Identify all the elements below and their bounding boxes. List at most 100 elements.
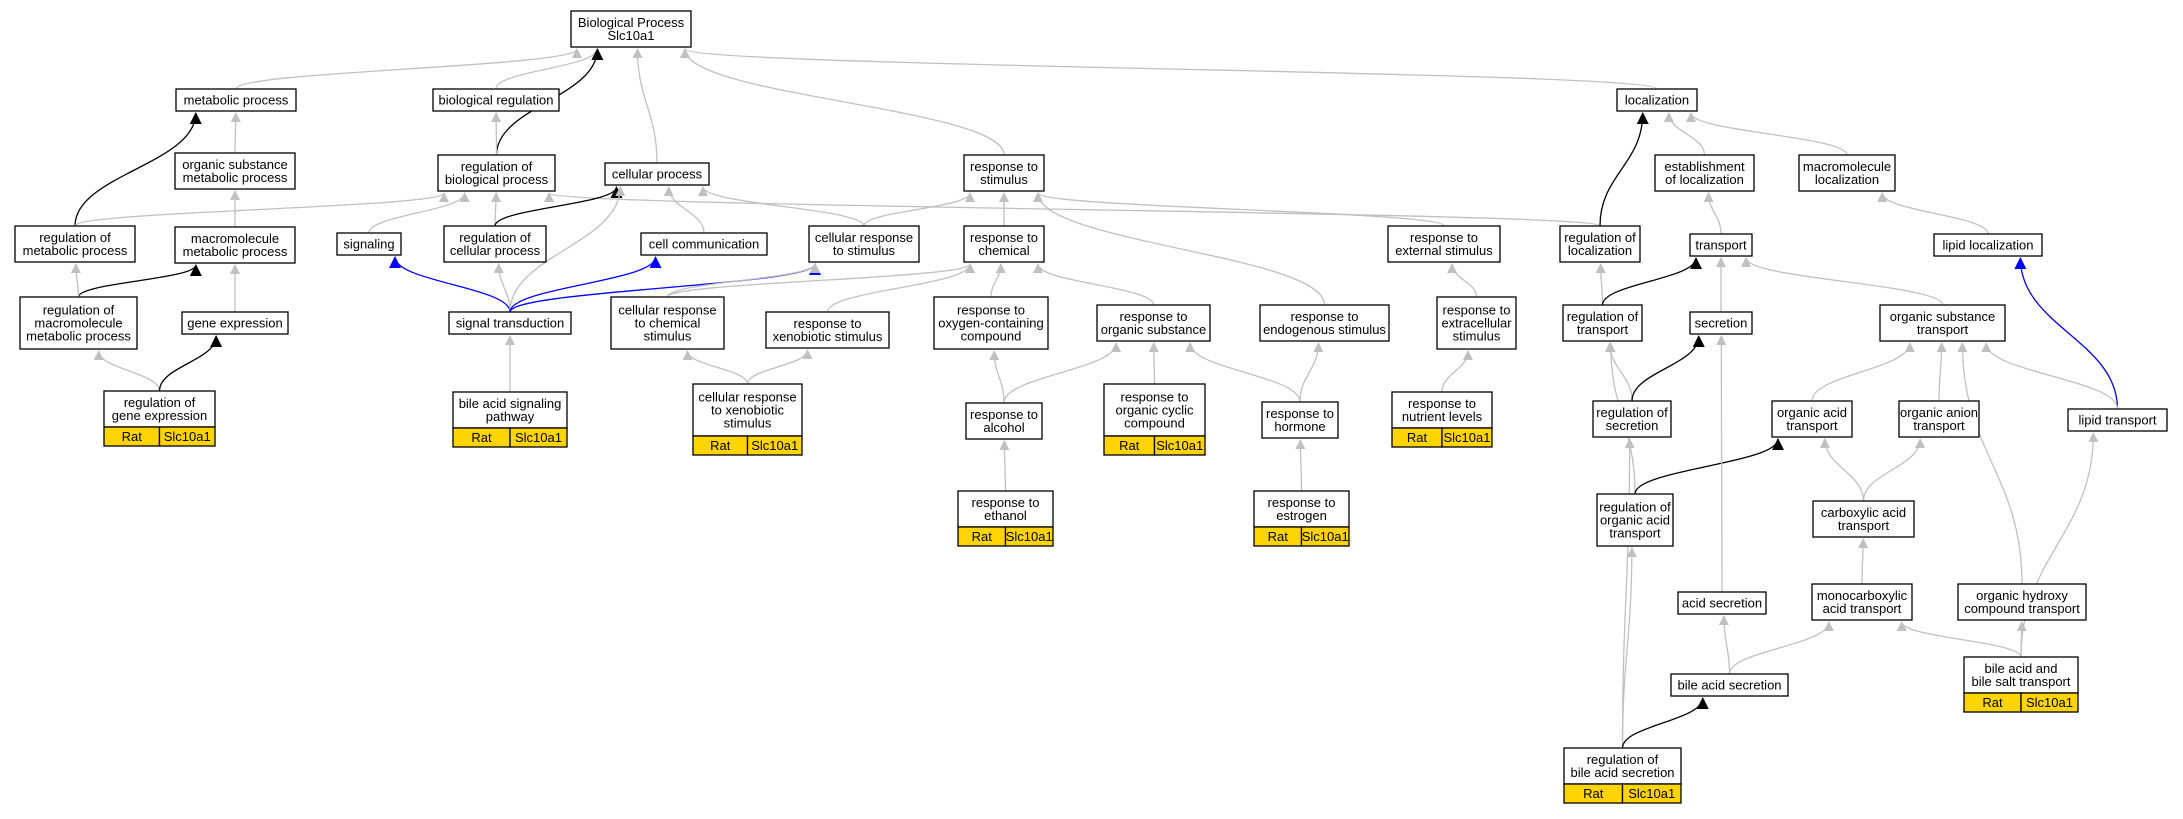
edge-response-to-xenobiotic-stimulus-to-response-to-chemical bbox=[826, 263, 975, 313]
node-label: cell communication bbox=[649, 237, 760, 252]
edge-response-to-organic-cyclic-compound-to-response-to-organic-substance bbox=[1148, 342, 1159, 385]
node-secretion[interactable]: secretion bbox=[1689, 311, 1753, 335]
edge-bile-acid-and-bile-salt-transport-to-lipid-transport bbox=[2020, 432, 2099, 658]
edge-signal-transduction-to-regulation-of-cellular-process bbox=[493, 263, 511, 313]
edge-regulation-of-secretion-to-secretion bbox=[1631, 335, 1705, 402]
node-box bbox=[1616, 88, 1698, 112]
node-box bbox=[14, 225, 136, 263]
node-label: Biological Process bbox=[578, 15, 685, 30]
node-label: to chemical bbox=[635, 316, 701, 331]
node-label: regulation of bbox=[1564, 230, 1636, 245]
node-label: organic substance bbox=[1101, 322, 1207, 337]
node-box bbox=[808, 225, 920, 263]
node-metabolic-process[interactable]: metabolic process bbox=[175, 88, 297, 112]
node-gene-expression[interactable]: gene expression bbox=[181, 311, 289, 335]
node-box bbox=[1654, 154, 1755, 192]
node-label: alcohol bbox=[983, 420, 1024, 435]
node-label: organic hydroxy bbox=[1976, 588, 2068, 603]
node-label: extracellular bbox=[1441, 316, 1512, 331]
node-bile-acid-secretion[interactable]: bile acid secretion bbox=[1670, 673, 1789, 697]
node-label: external stimulus bbox=[1395, 243, 1493, 258]
node-label: gene expression bbox=[187, 316, 282, 331]
node-cellular-process[interactable]: cellular process bbox=[604, 162, 710, 186]
node-label: compound bbox=[1124, 416, 1185, 431]
node-label: biological process bbox=[445, 172, 549, 187]
edge-regulation-of-cellular-process-to-regulation-of-biological-process bbox=[491, 192, 502, 227]
node-label: response to bbox=[1443, 303, 1511, 318]
node-transport[interactable]: transport bbox=[1689, 233, 1753, 257]
node-label: response to bbox=[957, 303, 1025, 318]
node-label: Slc10a1 bbox=[608, 28, 655, 43]
node-box bbox=[437, 154, 556, 192]
node-box bbox=[1879, 304, 2006, 342]
edge-response-to-stimulus-to-root bbox=[680, 48, 1005, 156]
node-label: transport bbox=[1577, 322, 1629, 337]
node-label: response to bbox=[794, 316, 862, 331]
annotation-gene-cell bbox=[1300, 526, 1350, 547]
node-signal-transduction[interactable]: signal transduction bbox=[448, 311, 572, 335]
node-cell-communication[interactable]: cell communication bbox=[640, 232, 768, 256]
node-label: stimulus bbox=[1453, 329, 1501, 344]
node-box bbox=[1562, 304, 1643, 342]
annotation-gene-cell bbox=[1004, 526, 1054, 547]
node-localization[interactable]: localization bbox=[1616, 88, 1698, 112]
node-label: transport bbox=[1838, 518, 1890, 533]
node-box bbox=[963, 154, 1045, 192]
node-label: oxygen-containing bbox=[938, 316, 1044, 331]
node-box bbox=[1096, 304, 1211, 342]
node-biological-regulation[interactable]: biological regulation bbox=[432, 88, 560, 112]
node-signaling[interactable]: signaling bbox=[336, 232, 402, 256]
annotation-species: Rat bbox=[972, 529, 993, 544]
node-lipid-transport[interactable]: lipid transport bbox=[2067, 408, 2168, 432]
node-label: response to bbox=[970, 407, 1038, 422]
node-box bbox=[1957, 583, 2087, 621]
node-label: organic acid bbox=[1600, 513, 1670, 528]
node-acid-secretion[interactable]: acid secretion bbox=[1677, 591, 1767, 615]
node-lipid-localization[interactable]: lipid localization bbox=[1933, 233, 2043, 257]
node-label: cellular process bbox=[450, 243, 541, 258]
node-label: biological regulation bbox=[439, 93, 554, 108]
